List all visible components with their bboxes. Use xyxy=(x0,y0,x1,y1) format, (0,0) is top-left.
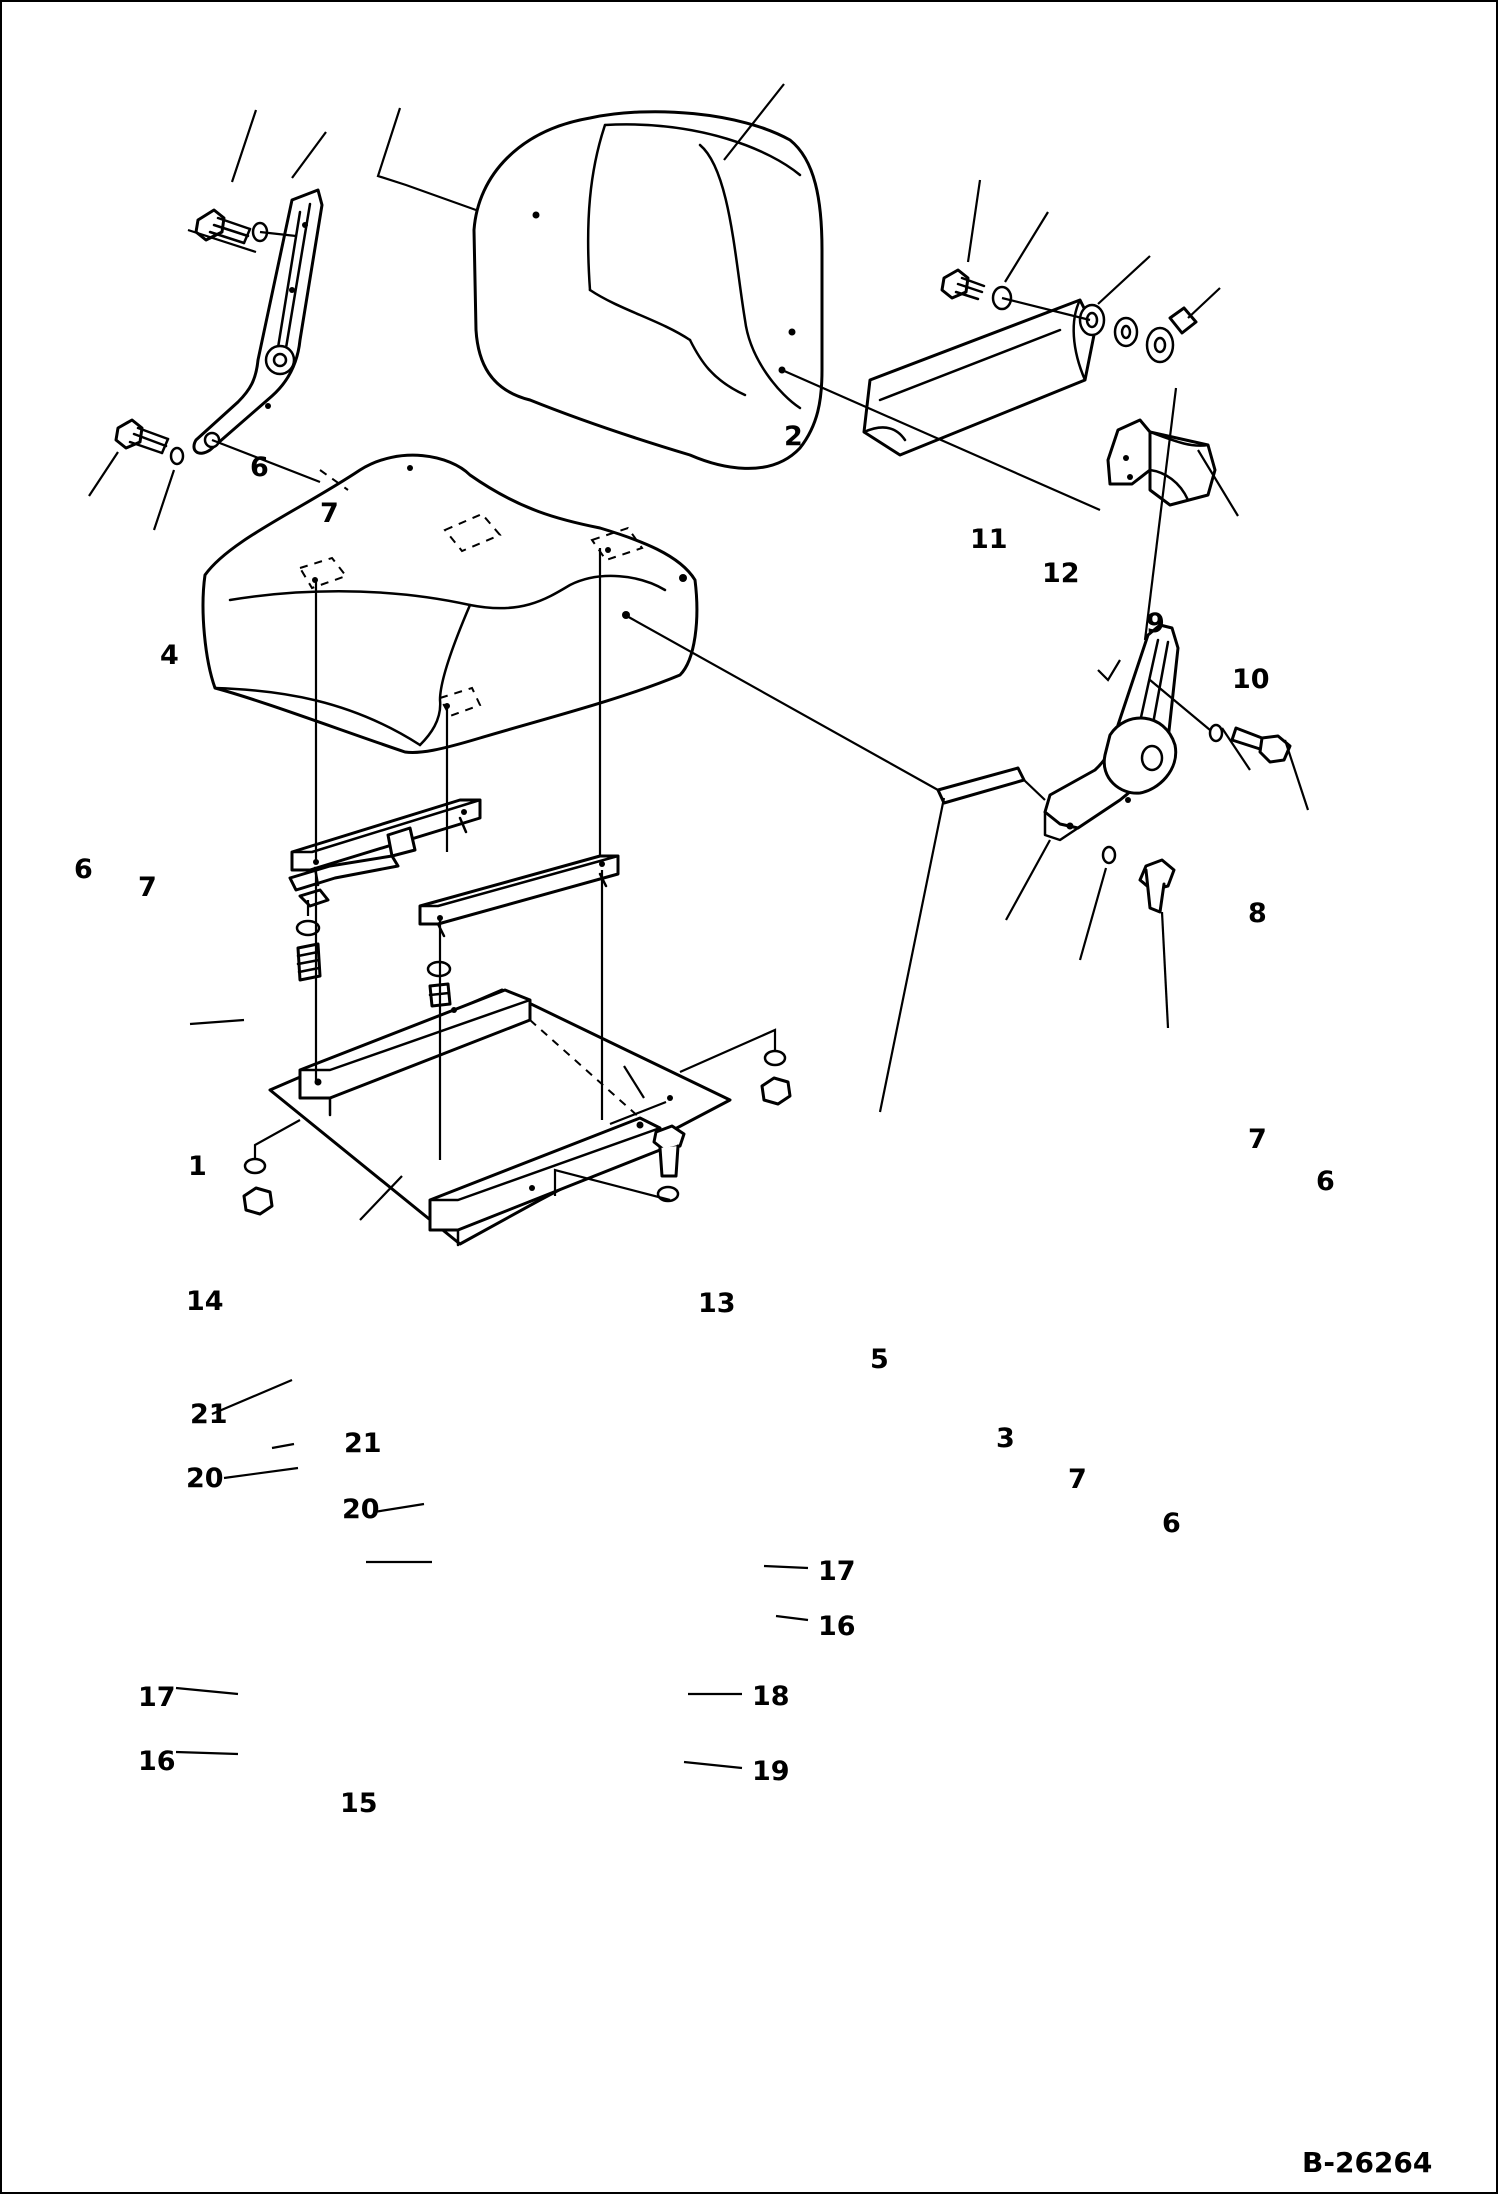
part-5-plate xyxy=(936,766,1026,805)
callout-4: 4 xyxy=(160,640,179,671)
callout-labels: 1 2 3 4 5 6 6 6 6 7 7 7 7 8 9 10 11 12 1… xyxy=(74,421,1335,1819)
leader-lines xyxy=(88,83,1310,1770)
callout-6-left-upper: 6 xyxy=(250,452,269,483)
callout-14: 14 xyxy=(186,1286,224,1317)
callout-3: 3 xyxy=(996,1423,1015,1454)
callout-2: 2 xyxy=(784,421,803,452)
callout-10: 10 xyxy=(1232,664,1270,695)
part-17-washer-left xyxy=(243,1157,267,1175)
callout-6-right-upper: 6 xyxy=(1316,1166,1335,1197)
callout-5: 5 xyxy=(870,1344,889,1375)
right-upper-bolt-6 xyxy=(1230,726,1292,764)
callout-19: 19 xyxy=(752,1756,790,1787)
callout-7-right-lower: 7 xyxy=(1068,1464,1087,1495)
callout-7-right-upper: 7 xyxy=(1248,1124,1267,1155)
callout-17-right: 17 xyxy=(818,1556,856,1587)
callout-16-left: 16 xyxy=(138,1746,176,1777)
part-15-base-plate xyxy=(268,988,732,1247)
callout-13: 13 xyxy=(698,1288,736,1319)
part-14-slide-rail xyxy=(288,798,482,908)
callout-16-right: 16 xyxy=(818,1611,856,1642)
part-2-backrest xyxy=(472,110,824,470)
callout-7-left-lower: 7 xyxy=(138,872,157,903)
callout-12: 12 xyxy=(1042,558,1080,589)
callout-20-right: 20 xyxy=(342,1494,380,1525)
callout-18: 18 xyxy=(752,1681,790,1712)
right-upper-washer-7 xyxy=(1208,723,1224,743)
callout-15: 15 xyxy=(340,1788,378,1819)
part-4-left-hinge xyxy=(192,188,324,455)
callout-20-left: 20 xyxy=(186,1463,224,1494)
part-8-housing xyxy=(1106,418,1217,507)
part-13-slide-rail xyxy=(418,854,620,938)
part-3-right-hinge xyxy=(1043,623,1180,842)
callout-6-right-lower: 6 xyxy=(1162,1508,1181,1539)
callout-11: 11 xyxy=(970,524,1008,555)
assembly-lines xyxy=(211,107,1211,1202)
part-1-cushion xyxy=(201,453,699,754)
callout-8: 8 xyxy=(1248,898,1267,929)
callout-9: 9 xyxy=(1146,608,1165,639)
drawing-number: B-26264 xyxy=(1302,2146,1432,2179)
callout-17-left: 17 xyxy=(138,1682,176,1713)
callout-21-right: 21 xyxy=(344,1428,382,1459)
callout-1: 1 xyxy=(188,1151,207,1182)
part-11-bolt xyxy=(940,268,986,301)
callout-7-left-upper: 7 xyxy=(320,498,339,529)
part-18-bolt xyxy=(652,1124,686,1178)
callout-6-left-lower: 6 xyxy=(74,854,93,885)
right-lower-bolt-6 xyxy=(1138,858,1176,914)
left-lower-bolt-6 xyxy=(114,418,170,455)
part-16-nut-right xyxy=(760,1076,792,1106)
part-21-washer-left xyxy=(295,919,321,937)
part-10-washers xyxy=(1113,306,1198,364)
left-upper-bolt-6 xyxy=(194,208,252,245)
left-lower-washer-7 xyxy=(169,446,185,466)
right-lower-washer-7 xyxy=(1101,845,1117,865)
callout-21-left: 21 xyxy=(190,1399,228,1430)
part-9-armrest xyxy=(862,298,1106,457)
part-17-washer-right xyxy=(763,1049,787,1067)
part-16-nut-left xyxy=(242,1186,274,1216)
